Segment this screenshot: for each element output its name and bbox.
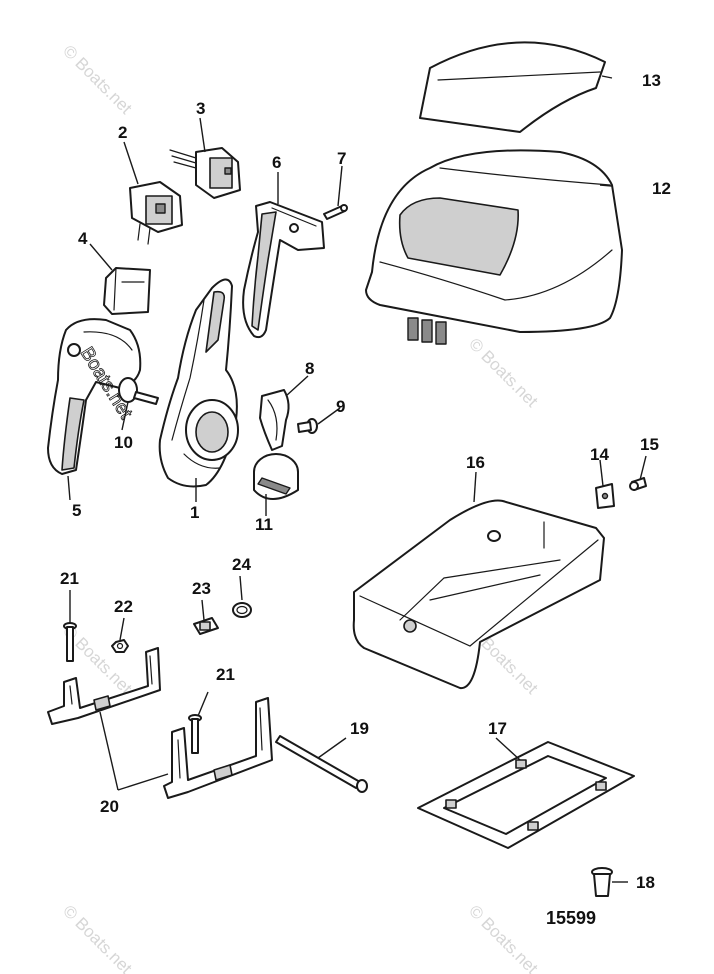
part-2-switch — [129, 181, 183, 245]
part-21-bolt — [188, 714, 202, 754]
part-5-handle-cover — [47, 318, 142, 475]
watermark: © Boats.net — [59, 901, 136, 974]
watermark: © Boats.net — [465, 901, 542, 974]
callout-7: 7 — [337, 149, 346, 168]
part-20-bracket-upper — [47, 647, 161, 725]
callouts: 1 2 3 4 5 6 7 8 9 10 11 12 13 14 15 16 1… — [60, 71, 671, 892]
callout-13: 13 — [642, 71, 661, 90]
callout-22: 22 — [114, 597, 133, 616]
callout-4: 4 — [78, 229, 88, 248]
callout-1: 1 — [190, 503, 199, 522]
callout-14: 14 — [590, 445, 609, 464]
part-12-housing-cover — [365, 149, 623, 345]
part-20-bracket-lower — [163, 697, 273, 799]
leader-lines — [67, 75, 647, 883]
callout-21: 21 — [60, 569, 79, 588]
part-3-switch — [169, 147, 241, 199]
callout-15: 15 — [640, 435, 659, 454]
part-24-hose-clamp — [232, 602, 252, 618]
part-17-gasket — [417, 741, 635, 849]
callout-16: 16 — [466, 453, 485, 472]
part-9-screw — [297, 418, 318, 434]
watermark: © Boats.net — [465, 334, 542, 411]
callout-23: 23 — [192, 579, 211, 598]
callout-3: 3 — [196, 99, 205, 118]
part-6-lever — [242, 201, 325, 339]
callout-2: 2 — [118, 123, 127, 142]
callout-18: 18 — [636, 873, 655, 892]
part-15-screw — [629, 477, 647, 491]
part-22-nut — [111, 639, 129, 653]
part-18-sleeve — [591, 867, 613, 897]
part-13-cover-strip — [419, 41, 606, 133]
callout-17: 17 — [488, 719, 507, 738]
part-14-clip — [595, 483, 615, 509]
part-21-bolt — [63, 622, 77, 662]
part-1-control-arm — [158, 278, 239, 488]
callout-8: 8 — [305, 359, 314, 378]
part-16-base-housing — [352, 499, 605, 690]
part-10-screw — [118, 377, 159, 405]
callout-11: 11 — [255, 515, 273, 534]
diagram-reference-number: 15599 — [546, 908, 596, 928]
callout-5: 5 — [72, 501, 81, 520]
part-11-bushing — [253, 453, 299, 500]
callout-12: 12 — [652, 179, 671, 198]
callout-6: 6 — [272, 153, 281, 172]
callout-19: 19 — [350, 719, 369, 738]
part-23-clip — [193, 617, 219, 635]
part-4-block — [103, 267, 151, 315]
callout-20: 20 — [100, 797, 119, 816]
part-19-rod — [275, 735, 368, 793]
callout-9: 9 — [336, 397, 345, 416]
part-7-pin — [323, 204, 348, 220]
callout-21: 21 — [216, 665, 235, 684]
callout-10: 10 — [114, 433, 133, 452]
callout-24: 24 — [232, 555, 251, 574]
watermark: © Boats.net — [59, 41, 136, 118]
part-8-bracket — [259, 389, 290, 451]
